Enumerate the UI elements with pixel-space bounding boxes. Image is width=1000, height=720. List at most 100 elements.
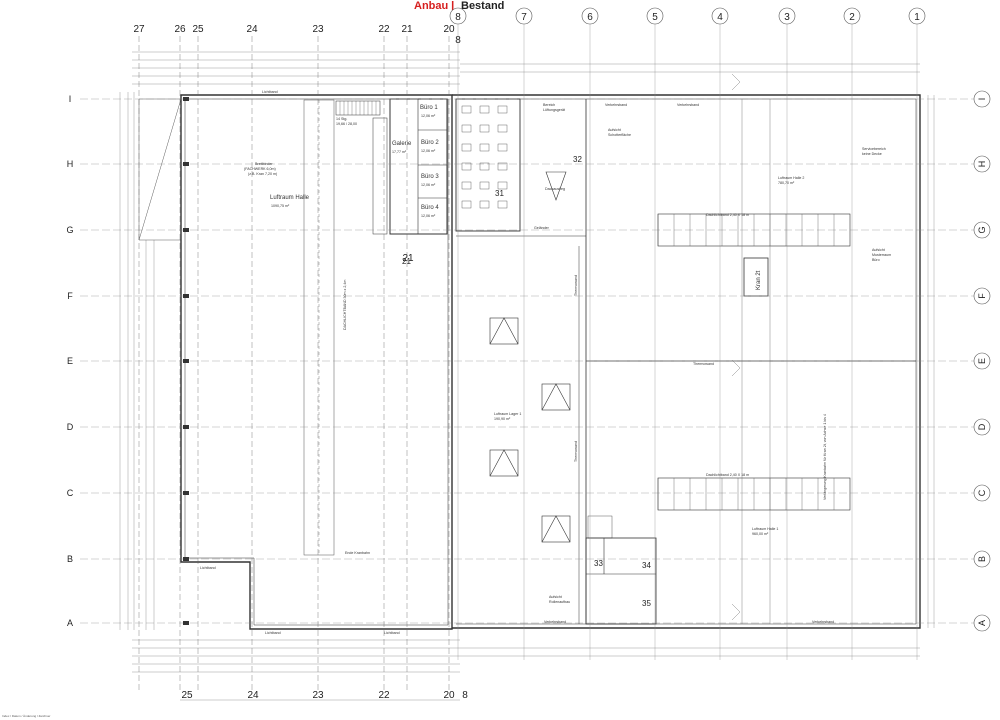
row-label-left-B: B [67, 554, 73, 564]
room-luftraum-halle1-area: 960,00 m² [752, 532, 769, 536]
lichtband-top-label: Lichtband [262, 90, 278, 94]
column-markers [183, 7, 991, 632]
room-number-21: 21 [402, 257, 411, 266]
thermowand-3-label: Thermowand [693, 362, 714, 366]
thermowand-2-label: Thermowand [574, 441, 578, 462]
meeting-chair [497, 200, 508, 209]
row-label-right-E: E [977, 358, 987, 364]
meeting-chair [479, 143, 490, 152]
room-luftraum-halle1-name: Luftraum Halle 1 [752, 527, 778, 531]
axis-bubble-7 [515, 7, 533, 25]
meeting-chair [461, 181, 472, 190]
axis-bubble-label-4: 4 [717, 12, 723, 23]
room-buero-4-name: Büro 4 [421, 205, 439, 211]
meeting-chair [497, 162, 508, 171]
room-buero-2-name: Büro 2 [421, 140, 439, 146]
verkehrsband-bottom2-label: Verkehrsband [812, 620, 834, 624]
axis-bubble-2 [843, 7, 861, 25]
room-luftraum-lager-area: 190,90 m² [494, 417, 511, 421]
axis-label-bottom-24: 24 [247, 690, 259, 701]
row-label-right-I: I [977, 98, 987, 101]
service-label-1: Servicebereich [862, 147, 886, 151]
axis-extra-label-0: 8 [455, 35, 461, 46]
dachaustieg-label: Dachaustieg [545, 187, 565, 191]
room-buero-1-name: Büro 1 [420, 105, 438, 111]
row-label-left-G: G [66, 225, 73, 235]
axis-label-top-23: 23 [312, 24, 324, 35]
column-stub-A [183, 621, 189, 625]
room-number-35: 35 [642, 599, 651, 608]
axis-bubble-1 [908, 7, 926, 25]
axis-bubble-6 [581, 7, 599, 25]
row-label-right-D: D [977, 423, 987, 430]
gelaender-label: Geländer [534, 226, 550, 230]
meeting-chair [461, 143, 472, 152]
axis-label-top-24: 24 [246, 24, 258, 35]
meeting-chair [479, 181, 490, 190]
dachlichtband-anbau-label: DACHLICHTBAND 30m x 2,4m [343, 280, 347, 330]
column-stub-C [183, 491, 189, 495]
row-bubble-E [973, 352, 991, 370]
annotation-labels: Lichtband Lichtband Lichtband Lichtband … [2, 90, 891, 718]
axis-bubble-4 [711, 7, 729, 25]
axis-bubble-label-3: 3 [784, 12, 790, 23]
ende-kranbahn-label: Ende Kranbahn [345, 551, 370, 555]
meeting-chair [479, 124, 490, 133]
bereich-label: Bereich [543, 103, 555, 107]
footer-note: Index / Datum / Änderung / Zeichner [2, 714, 50, 718]
meeting-chair [497, 105, 508, 114]
stair-rise: 19,66 / 28,00 [336, 122, 357, 126]
kran-label: Kran 2t [756, 270, 762, 290]
room-luftraum-halle2-area: 780,70 m² [778, 181, 795, 185]
room-luftraum-halle-name: Luftraum Halle [270, 195, 310, 201]
row-label-left-I: I [69, 94, 72, 104]
thermowand-1-label: Thermowand [574, 275, 578, 296]
gitterrost-label: (z.B. Kran 7,20 m) [248, 172, 277, 176]
axis-bubble-5 [646, 7, 664, 25]
column-stub-I [183, 97, 189, 101]
room-buero-4-area: 12,06 m² [421, 214, 436, 218]
row-label-right-A: A [977, 620, 987, 626]
room-luftraum-halle2-name: Luftraum Halle 2 [778, 176, 804, 180]
row-label-left-D: D [67, 422, 74, 432]
dachlichtband-2-label: Dachlichtband 2,40 X 18 m [706, 473, 749, 477]
plan-linework [119, 51, 935, 701]
column-stub-B [183, 557, 189, 561]
axis-bubble-8 [449, 7, 467, 25]
axis-bubble-label-2: 2 [849, 12, 855, 23]
axis-bubble-label-6: 6 [587, 12, 593, 23]
axis-label-top-26: 26 [174, 24, 186, 35]
row-bubble-H [973, 155, 991, 173]
lueftungsgeraet-label: Lüftungsgerät [543, 108, 565, 112]
room-labels: Büro 1 12,06 m² Büro 2 12,06 m² Büro 3 1… [270, 105, 804, 536]
aufsicht-schotter-1: Aufsicht [608, 128, 621, 132]
axis-label-bottom-20: 20 [443, 690, 455, 701]
row-label-left-F: F [67, 291, 73, 301]
row-label-right-B: B [977, 556, 987, 562]
dachlichtband-1-label: Dachlichtband 2,40 X 18 m [706, 213, 749, 217]
axis-label-top-21: 21 [401, 24, 413, 35]
axis-label-top-20: 20 [443, 24, 455, 35]
room-galerie-area: 17,77 m² [392, 150, 407, 154]
lichtband-a1-label: Lichtband [265, 631, 281, 635]
row-bubble-B [973, 550, 991, 568]
column-stub-E [183, 359, 189, 363]
verlaengerung-kranbahn-label: Verlängerung Kranbahn für Kran 2t, von A… [823, 414, 827, 500]
aufsicht-musterraum-2: Musterraum [872, 253, 891, 257]
fachwerk-label: (FACHWERK 6,0m) [244, 167, 276, 171]
meeting-chair [461, 200, 472, 209]
brettbinder-label: Brettbinder [255, 162, 273, 166]
row-label-left-A: A [67, 618, 73, 628]
axis-label-top-22: 22 [378, 24, 390, 35]
header-bestand-label: Bestand [461, 0, 505, 12]
axis-bubble-label-8: 8 [455, 12, 461, 23]
row-label-left-E: E [67, 356, 73, 366]
meeting-chair [479, 162, 490, 171]
aufsicht-rolle-2: Rollenaufbau [549, 600, 570, 604]
stair-label: 14 Stg. [336, 117, 347, 121]
service-label-2: keine Decke [862, 152, 882, 156]
row-label-left-H: H [67, 159, 74, 169]
room-number-31: 31 [495, 189, 504, 198]
